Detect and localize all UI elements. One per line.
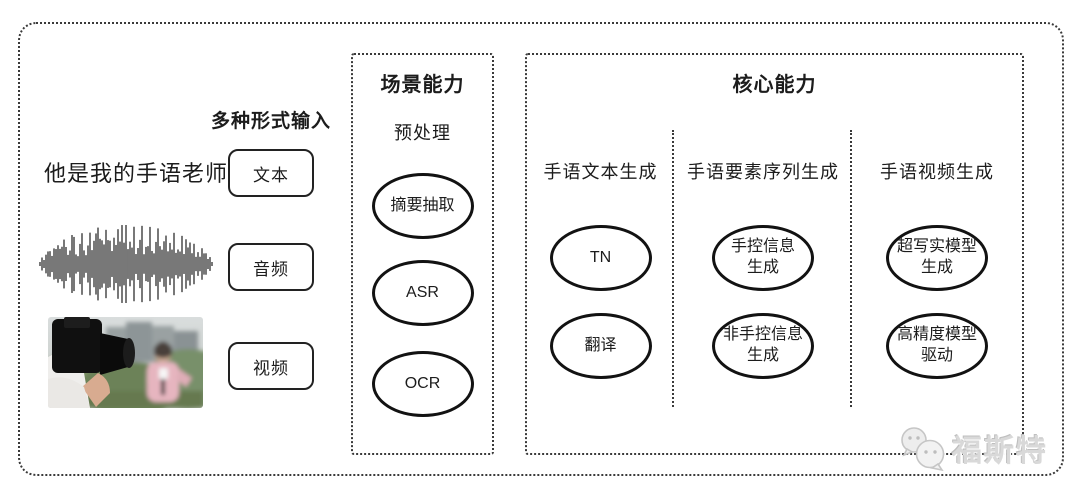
audio-waveform-svg bbox=[39, 225, 213, 303]
sample-sentence: 他是我的手语老师 bbox=[44, 161, 229, 186]
core-col3-header: 手语视频生成 bbox=[880, 162, 994, 182]
input-type-text: 文本 bbox=[228, 149, 314, 197]
node-ocr-label: OCR bbox=[404, 374, 441, 392]
node-tn: TN bbox=[549, 225, 652, 291]
node-asr: ASR bbox=[371, 260, 474, 326]
thumb-cameraman bbox=[48, 317, 135, 408]
node-high-precision-model-driving: 高精度模型 驱动 bbox=[886, 313, 988, 379]
core-col1-header: 手语文本生成 bbox=[543, 162, 658, 182]
input-type-audio: 音频 bbox=[228, 243, 314, 291]
core-divider-2 bbox=[850, 130, 852, 407]
audio-waveform bbox=[38, 222, 216, 306]
node-manual-info-generation: 手控信息 生成 bbox=[712, 225, 814, 291]
scene-panel-title: 场景能力 bbox=[380, 74, 465, 96]
core-divider-1 bbox=[672, 130, 674, 407]
preprocess-label: 预处理 bbox=[394, 123, 451, 143]
node-summary-extraction: 摘要抽取 bbox=[371, 173, 474, 239]
input-type-text-label: 文本 bbox=[253, 165, 289, 185]
input-type-audio-label: 音频 bbox=[253, 259, 289, 279]
input-section-title: 多种形式输入 bbox=[211, 111, 332, 132]
node-tn-label: TN bbox=[589, 248, 612, 266]
node-non-manual-info-generation-label: 非手控信息 生成 bbox=[722, 326, 803, 364]
watermark: 福斯特 bbox=[898, 425, 1048, 471]
node-asr-label: ASR bbox=[406, 283, 439, 301]
node-hyperrealistic-model-generation: 超写实模型 生成 bbox=[886, 225, 988, 291]
core-column-text-generation: 手语文本生成 TN 翻译 bbox=[527, 130, 674, 460]
input-type-video: 视频 bbox=[228, 342, 314, 390]
core-capability-panel: 核心能力 手语文本生成 TN 翻译 手语要素序列生成 手控信息 生成 非手控信息… bbox=[525, 53, 1024, 455]
node-non-manual-info-generation: 非手控信息 生成 bbox=[712, 313, 814, 379]
core-column-video-generation: 手语视频生成 超写实模型 生成 高精度模型 驱动 bbox=[852, 130, 1022, 460]
node-hyperrealistic-model-generation-label: 超写实模型 生成 bbox=[896, 238, 977, 276]
core-panel-title: 核心能力 bbox=[732, 74, 817, 96]
scene-capability-panel: 场景能力 预处理 摘要抽取 ASR OCR bbox=[351, 53, 494, 455]
core-col2-header: 手语要素序列生成 bbox=[687, 162, 839, 182]
core-column-element-sequence: 手语要素序列生成 手控信息 生成 非手控信息 生成 bbox=[674, 130, 852, 460]
video-thumbnail bbox=[48, 317, 203, 408]
wechat-icon bbox=[901, 427, 945, 471]
node-summary-extraction-label: 摘要抽取 bbox=[390, 196, 455, 214]
node-manual-info-generation-label: 手控信息 生成 bbox=[730, 238, 795, 276]
node-translation: 翻译 bbox=[549, 313, 652, 379]
video-thumbnail-art bbox=[48, 317, 203, 408]
node-high-precision-model-driving-label: 高精度模型 驱动 bbox=[896, 326, 977, 364]
node-ocr: OCR bbox=[371, 351, 474, 417]
diagram-outer-frame bbox=[18, 22, 1064, 476]
node-translation-label: 翻译 bbox=[584, 336, 617, 354]
input-type-video-label: 视频 bbox=[253, 358, 289, 378]
watermark-text: 福斯特 bbox=[952, 435, 1048, 468]
